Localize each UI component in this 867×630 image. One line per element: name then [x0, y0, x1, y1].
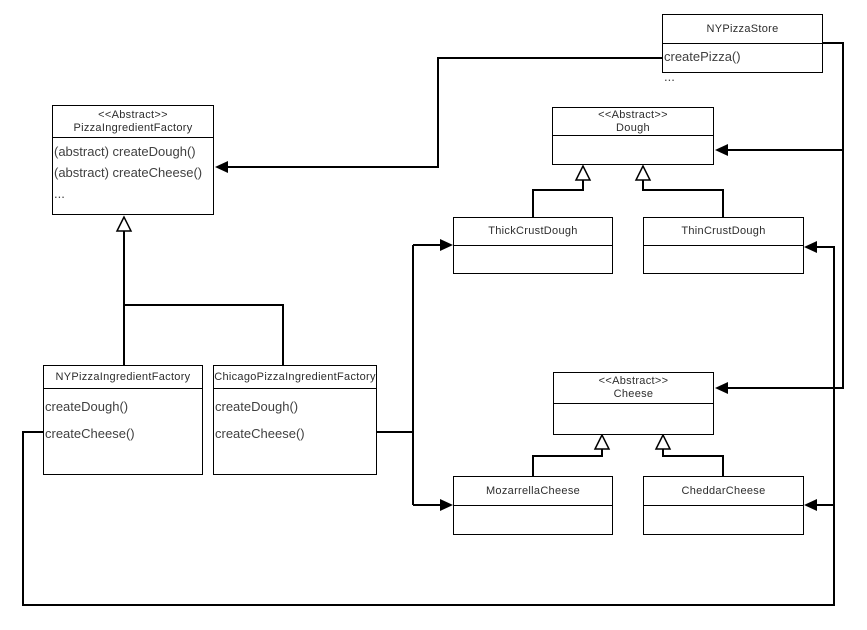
class-nypizzaingredientfactory-box[interactable]: NYPizzaIngredientFactory createDough() c… — [43, 365, 203, 475]
generalization-triangle-icon — [654, 433, 672, 450]
class-chicagopizzaingredientfactory-box[interactable]: ChicagoPizzaIngredientFactory createDoug… — [213, 365, 377, 475]
method: createCheese() — [45, 426, 135, 441]
class-title: ChicagoPizzaIngredientFactory — [214, 366, 376, 389]
class-cheddarcheese-box[interactable]: CheddarCheese — [643, 476, 804, 535]
arrowhead-right-icon — [440, 499, 453, 511]
class-cheese-box[interactable]: <<Abstract>> Cheese — [553, 372, 714, 435]
class-thincrustdough-box[interactable]: ThinCrustDough — [643, 217, 804, 274]
class-title: ThickCrustDough — [454, 218, 612, 246]
class-methods: createPizza() ... — [663, 44, 822, 87]
class-name: ThickCrustDough — [488, 225, 578, 237]
class-title: ThinCrustDough — [644, 218, 803, 246]
arrowhead-left-icon — [715, 144, 728, 156]
class-methods: createDough() createCheese() — [214, 389, 376, 447]
method: createDough() — [45, 399, 129, 414]
method: createPizza() — [664, 49, 741, 64]
generalization-triangle-icon — [593, 433, 611, 450]
class-dough-box[interactable]: <<Abstract>> Dough — [552, 107, 714, 165]
class-pizzaingredientfactory-box[interactable]: <<Abstract>> PizzaIngredientFactory (abs… — [52, 105, 214, 215]
edge-nypizzastore-to-dough — [715, 144, 843, 156]
edge-nyfactory-to-thincrustdough-and-cheddar — [22, 241, 835, 606]
edge-generalization-thincrust — [634, 164, 724, 217]
class-title: MozarrellaCheese — [454, 477, 612, 506]
class-title: <<Abstract>> PizzaIngredientFactory — [53, 106, 213, 138]
arrowhead-left-icon — [215, 161, 228, 173]
class-title: CheddarCheese — [644, 477, 803, 506]
class-name: Cheese — [613, 388, 654, 400]
class-name: PizzaIngredientFactory — [73, 121, 193, 134]
generalization-triangle-icon — [115, 215, 133, 232]
class-name: CheddarCheese — [681, 484, 766, 497]
generalization-triangle-icon — [574, 164, 592, 181]
edge-generalization-thickcrust — [532, 164, 592, 217]
edge-nypizzastore-to-pizzaingredientfactory — [215, 57, 662, 173]
class-name: ChicagoPizzaIngredientFactory — [214, 370, 376, 383]
class-title: NYPizzaStore — [663, 15, 822, 44]
class-name: NYPizzaStore — [706, 22, 779, 35]
method: ... — [54, 186, 65, 201]
class-methods: (abstract) createDough() (abstract) crea… — [53, 138, 213, 204]
method: createDough() — [215, 399, 299, 414]
class-title: NYPizzaIngredientFactory — [44, 366, 202, 389]
class-stereotype: <<Abstract>> — [98, 108, 168, 121]
arrowhead-right-icon — [440, 239, 453, 251]
generalization-triangle-icon — [634, 164, 652, 181]
method: createCheese() — [215, 426, 305, 441]
arrowhead-left-icon — [715, 382, 728, 394]
arrowhead-left-icon — [804, 241, 817, 253]
arrowhead-left-icon — [804, 499, 817, 511]
class-name: NYPizzaIngredientFactory — [55, 370, 191, 383]
method: ... — [664, 69, 675, 84]
edge-nypizzastore-to-cheese — [715, 42, 844, 394]
class-title: <<Abstract>> Cheese — [554, 373, 713, 404]
method: (abstract) createDough() — [54, 144, 196, 159]
class-title: <<Abstract>> Dough — [553, 108, 713, 136]
class-methods: createDough() createCheese() — [44, 389, 202, 447]
class-name: Dough — [616, 121, 650, 134]
class-thickcrustdough-box[interactable]: ThickCrustDough — [453, 217, 613, 274]
edge-chicagofactory-to-thickcrustdough-and-mozarrella — [377, 239, 453, 511]
edge-generalization-factories — [115, 215, 284, 365]
edge-generalization-mozarrella — [532, 433, 611, 476]
class-stereotype: <<Abstract>> — [598, 375, 669, 387]
class-name: ThinCrustDough — [681, 225, 766, 237]
class-name: MozarrellaCheese — [485, 484, 581, 497]
class-nypizzastore-box[interactable]: NYPizzaStore createPizza() ... — [662, 14, 823, 84]
class-mozarrellacheese-box[interactable]: MozarrellaCheese — [453, 476, 613, 535]
edge-generalization-cheddar — [654, 433, 724, 476]
method: (abstract) createCheese() — [54, 165, 203, 180]
class-stereotype: <<Abstract>> — [598, 108, 668, 121]
